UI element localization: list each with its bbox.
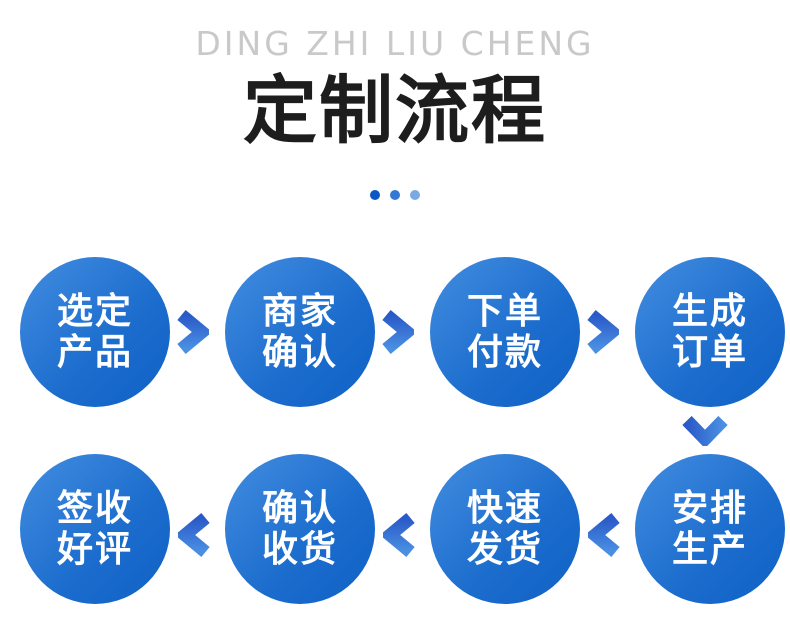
step-label-line: 发货 (466, 529, 543, 570)
step-label-line: 确认 (261, 332, 338, 373)
arrow-left-icon (588, 513, 620, 557)
step-label-line: 订单 (671, 332, 748, 373)
dot-icon (410, 190, 420, 200)
step-merchant-confirm: 商家 确认 (225, 257, 375, 407)
step-label-line: 产品 (56, 332, 133, 373)
subtitle-pinyin: DING ZHI LIU CHENG (195, 24, 595, 63)
step-label-line: 好评 (56, 529, 133, 570)
step-label-line: 安排 (671, 487, 748, 529)
step-label-line: 商家 (261, 290, 338, 332)
step-arrange-production: 安排 生产 (635, 454, 785, 604)
step-confirm-receipt: 确认 收货 (225, 454, 375, 604)
arrow-right-icon (382, 310, 414, 354)
step-fast-shipping: 快速 发货 (430, 454, 580, 604)
arrow-right-icon (177, 310, 209, 354)
dot-icon (370, 190, 380, 200)
step-label-line: 收货 (261, 529, 338, 570)
title-dots (0, 190, 790, 200)
step-label-line: 生产 (671, 529, 748, 570)
step-generate-order: 生成 订单 (635, 257, 785, 407)
step-label-line: 签收 (56, 487, 133, 529)
step-label-line: 生成 (671, 290, 748, 332)
arrow-down-icon (682, 416, 728, 446)
page-title: 定制流程 (243, 68, 547, 154)
arrow-right-icon (587, 310, 619, 354)
step-place-order-pay: 下单 付款 (430, 257, 580, 407)
step-label-line: 付款 (466, 332, 543, 373)
step-label-line: 确认 (261, 487, 338, 529)
arrow-left-icon (383, 513, 415, 557)
step-label-line: 下单 (466, 290, 543, 332)
step-sign-review: 签收 好评 (20, 454, 170, 604)
arrow-left-icon (178, 513, 210, 557)
step-select-product: 选定 产品 (20, 257, 170, 407)
step-label-line: 快速 (466, 487, 543, 529)
step-label-line: 选定 (56, 290, 133, 332)
dot-icon (390, 190, 400, 200)
